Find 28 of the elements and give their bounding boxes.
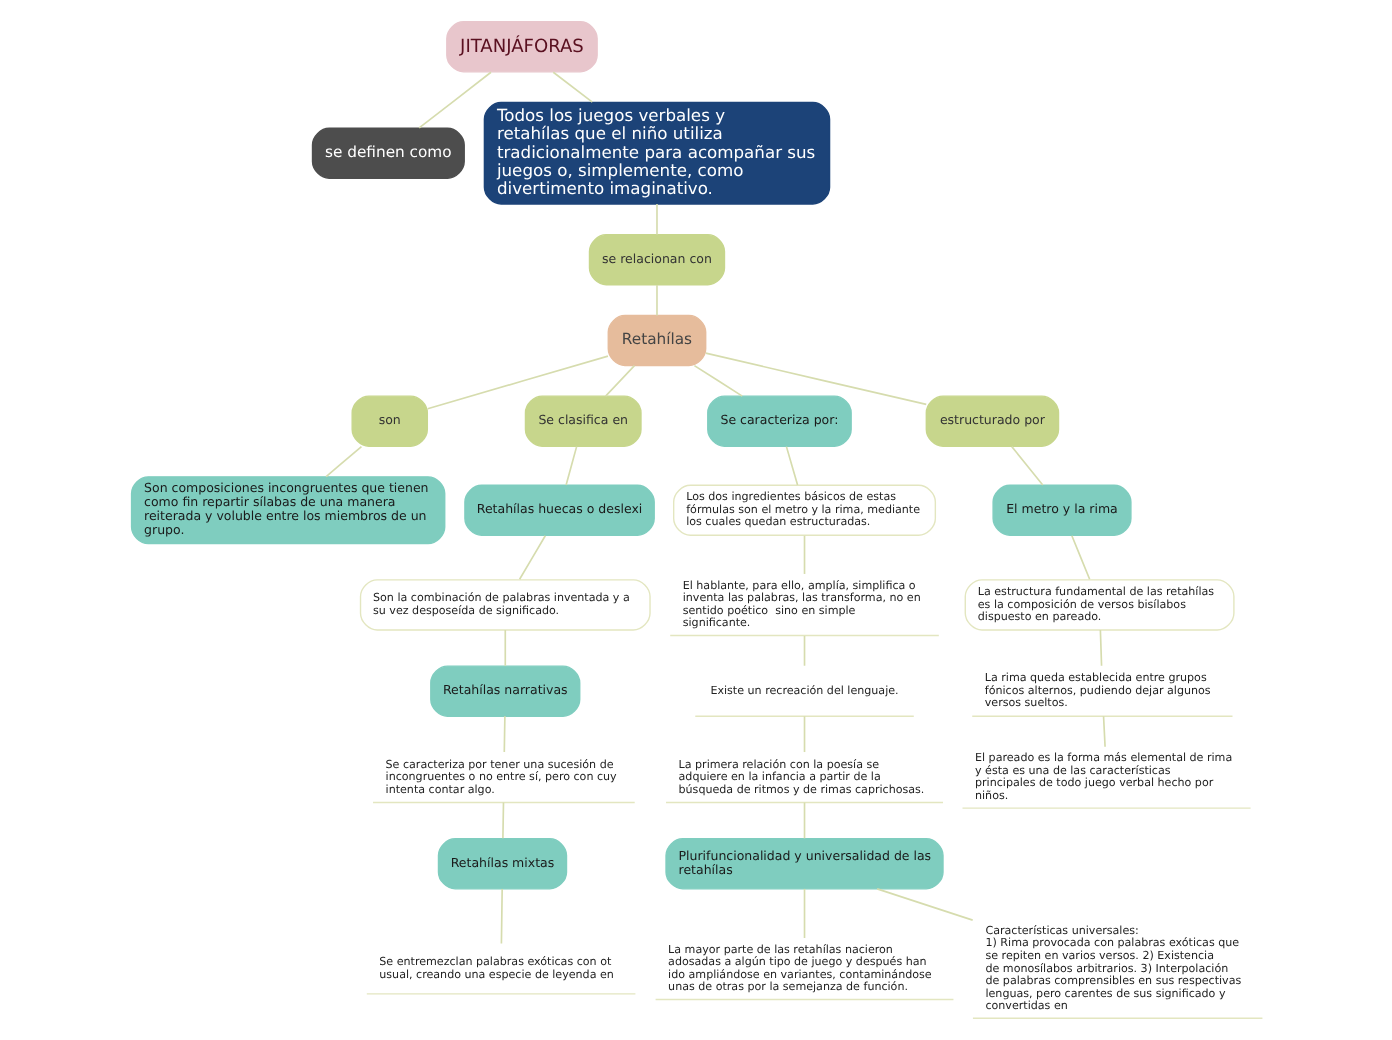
connector	[425, 355, 608, 410]
connector	[802, 635, 805, 667]
connector	[802, 534, 805, 575]
connector	[551, 71, 593, 103]
connector	[1009, 445, 1043, 486]
connector	[1101, 715, 1105, 748]
connector	[802, 888, 805, 939]
connector	[875, 888, 973, 921]
connector	[692, 364, 743, 397]
connector	[802, 801, 805, 840]
connector	[603, 364, 635, 397]
connector	[784, 445, 798, 486]
connector	[501, 801, 504, 840]
connector	[503, 629, 506, 667]
connector	[703, 352, 927, 406]
connector	[655, 284, 657, 317]
connector	[517, 534, 546, 581]
connector	[1070, 534, 1090, 581]
node-box: Todos los juegos verbales y retahílas que el niño utiliza tradicionalmente para acompañar sus juegos o, simplemente, como divertimento imaginativo.	[482, 101, 830, 205]
connector	[502, 715, 505, 753]
connector	[499, 888, 502, 945]
connector	[802, 715, 805, 753]
connector	[564, 445, 577, 486]
connector	[1098, 629, 1102, 667]
node-box: JITANJÁFORAS	[445, 21, 597, 73]
connector	[655, 203, 657, 236]
connector	[324, 445, 362, 478]
connector	[417, 71, 491, 129]
